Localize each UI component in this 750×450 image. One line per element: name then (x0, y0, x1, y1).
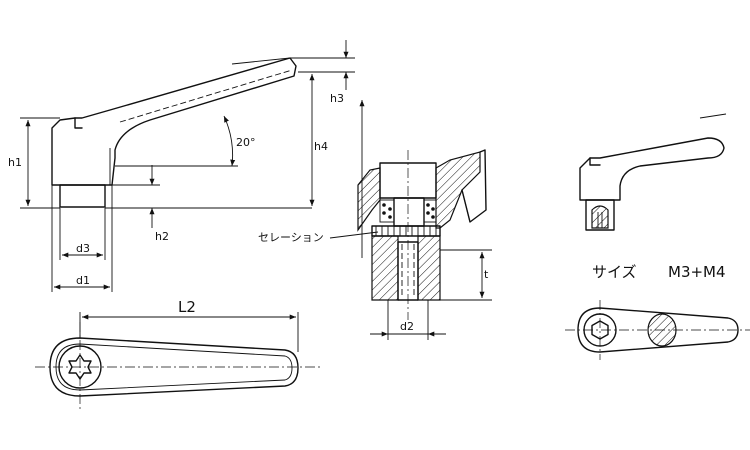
dim-h2: h2 (155, 230, 169, 243)
dim-d1: d1 (76, 274, 90, 287)
small-top-view (565, 300, 750, 360)
small-top-outline (577, 307, 739, 353)
dim-h4: h4 (314, 140, 328, 153)
top-view-outline (49, 337, 299, 397)
small-insert (591, 205, 609, 229)
lever-body-outline (51, 57, 297, 186)
hub-section-left (371, 235, 399, 301)
screw-neck (393, 197, 425, 227)
lever-top-dash (231, 57, 291, 65)
section-view: セレーション t d2 (258, 100, 492, 340)
top-view: L2 (35, 298, 320, 410)
spring-right (423, 199, 437, 223)
dim-d2: d2 (400, 320, 414, 333)
dim-t: t (484, 268, 489, 281)
serration-label: セレーション (258, 231, 324, 244)
spring-left (379, 199, 395, 223)
lever-inner-dash (119, 69, 293, 123)
dim-L2: L2 (178, 298, 196, 316)
dim-h1: h1 (8, 156, 22, 169)
side-view: h1 h2 20° h4 h3 d3 d1 (8, 40, 355, 292)
dim-h3: h3 (330, 92, 344, 105)
small-hub (585, 199, 615, 231)
small-side-view: サイズ M3+M4 (579, 113, 727, 281)
dim-d3: d3 (76, 242, 90, 255)
small-lever-outline (579, 137, 725, 201)
hub (59, 184, 106, 208)
hub-notch (74, 117, 83, 129)
lever-arm-section (357, 167, 381, 232)
angle-label: 20° (236, 136, 256, 149)
hub-section-right (417, 235, 441, 301)
size-label: サイズ (592, 263, 637, 281)
size-value: M3+M4 (668, 263, 726, 281)
lever-arm-right-section (435, 151, 481, 229)
